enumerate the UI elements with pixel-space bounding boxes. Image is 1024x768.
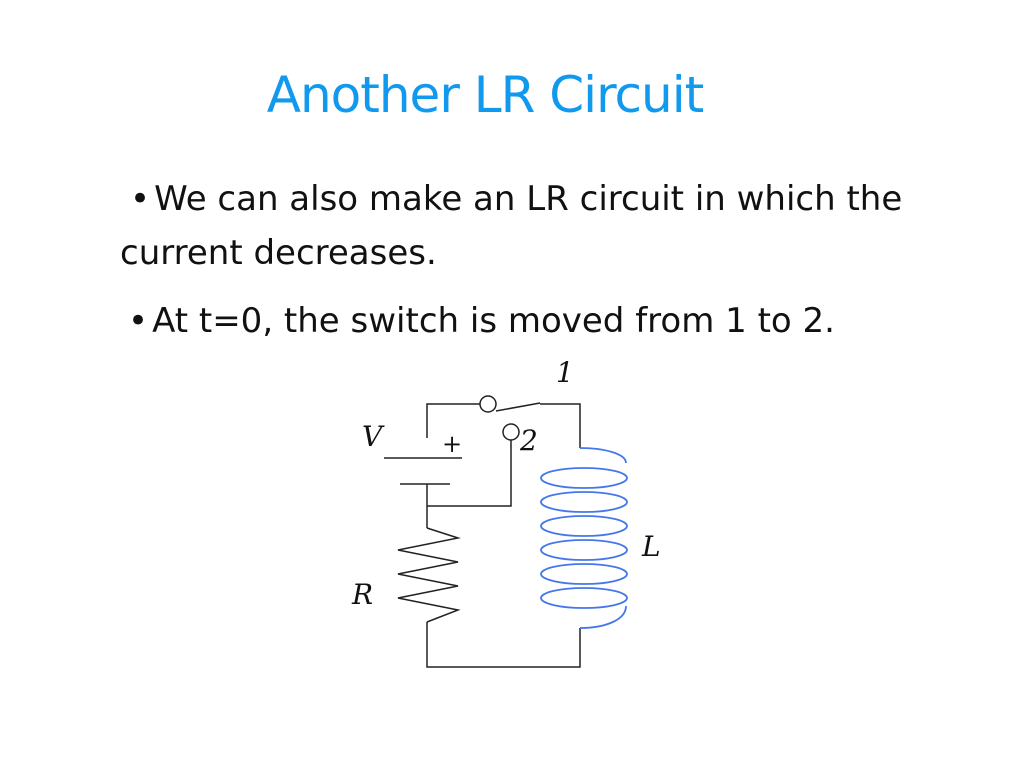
bullet-marker: • — [130, 179, 151, 219]
bullet-item: •We can also make an LR circuit in which… — [120, 172, 950, 280]
wire-contact-1-to-inductor — [540, 403, 581, 448]
switch-position-1-label: 1 — [556, 356, 574, 389]
wire-contact-2-to-junction — [427, 440, 512, 507]
inductor-lead-out — [579, 605, 627, 629]
switch-contact-2-terminal — [502, 423, 520, 441]
switch-pivot-terminal — [479, 395, 497, 413]
resistor-zigzag — [397, 527, 461, 623]
inductor-coil — [540, 447, 628, 629]
bullet-text: We can also make an LR circuit in which … — [120, 179, 903, 273]
wire-bottom — [426, 622, 581, 668]
inductor-turn — [540, 563, 628, 585]
wire-top-left — [426, 403, 480, 438]
inductor-turn — [540, 467, 628, 489]
battery-polarity-label: + — [442, 430, 462, 458]
battery-label: V — [362, 420, 385, 453]
inductor-label: L — [641, 530, 661, 563]
switch-blade — [495, 402, 541, 412]
inductor-lead-in — [579, 447, 627, 464]
bullet-text: At t=0, the switch is moved from 1 to 2. — [152, 301, 835, 341]
resistor-label: R — [351, 578, 373, 611]
inductor-turn — [540, 515, 628, 537]
slide-title: Another LR Circuit — [266, 66, 704, 124]
bullet-list: •We can also make an LR circuit in which… — [120, 172, 950, 362]
inductor-turn — [540, 587, 628, 609]
inductor-turn — [540, 539, 628, 561]
inductor-turn — [540, 491, 628, 513]
bullet-item: •At t=0, the switch is moved from 1 to 2… — [120, 294, 950, 348]
switch-position-2-label: 2 — [519, 424, 538, 457]
bullet-marker: • — [128, 301, 149, 341]
